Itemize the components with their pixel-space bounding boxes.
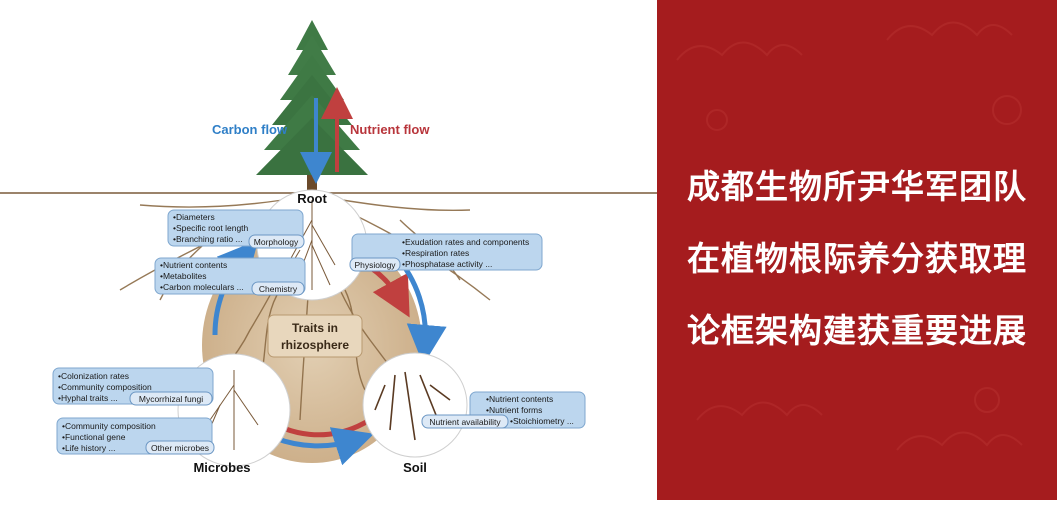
nutrient-availability-item: •Nutrient contents — [486, 394, 553, 404]
other-microbes-item: •Functional gene — [62, 432, 126, 442]
nutrient-availability-tag-label: Nutrient availability — [429, 417, 501, 427]
nutrient-availability-tag — [421, 414, 509, 429]
soil-roots-illustration — [374, 371, 451, 441]
mycorrhizal-item: •Colonization rates — [58, 371, 129, 381]
center-label-line2: rhizosphere — [281, 338, 349, 352]
center-label-box — [267, 314, 363, 358]
root-label: Root — [297, 191, 327, 206]
physiology-item: •Respiration rates — [402, 248, 469, 258]
carbon-cycle-arrow-bottom — [274, 427, 375, 466]
morphology-item: •Branching ratio ... — [173, 234, 243, 244]
center-label-line1: Traits in — [292, 321, 338, 335]
headline-line-3: 论框架构建获重要进展 — [687, 311, 1027, 350]
chemistry-item: •Carbon moleculars ... — [160, 282, 244, 292]
morphology-item: •Diameters — [173, 212, 215, 222]
physiology-item: •Exudation rates and components — [402, 237, 529, 247]
mycorrhizal-tag — [129, 391, 213, 406]
morphology-tag-label: Morphology — [254, 237, 299, 247]
nutrient-flow-label: Nutrient flow — [350, 122, 430, 137]
soil-circle — [362, 352, 468, 458]
mycorrhizal-item: •Hyphal traits ... — [58, 393, 118, 403]
soil-label: Soil — [403, 460, 427, 475]
other-microbes-item: •Community composition — [62, 421, 156, 431]
other-microbes-tag — [145, 440, 215, 455]
chemistry-item: •Nutrient contents — [160, 260, 227, 270]
chemistry-tag-label: Chemistry — [259, 284, 298, 294]
rhizosphere-diagram: Carbon flow Nutrient flow Traits in rhiz… — [0, 20, 657, 475]
microbes-label: Microbes — [193, 460, 250, 475]
carbon-flow-label: Carbon flow — [212, 122, 288, 137]
other-microbes-item: •Life history ... — [62, 443, 116, 453]
headline-panel: 成都生物所尹华军团队 在植物根际养分获取理 论框架构建获重要进展 — [657, 0, 1057, 500]
physiology-tag-label: Physiology — [354, 260, 396, 270]
mycorrhizal-tag-label: Mycorrhizal fungi — [139, 394, 203, 404]
headline-line-2: 在植物根际养分获取理 — [687, 239, 1027, 278]
physiology-item: •Phosphatase activity ... — [402, 259, 492, 269]
other-microbes-tag-label: Other microbes — [151, 443, 209, 453]
chemistry-item: •Metabolites — [160, 271, 206, 281]
physiology-tag — [349, 257, 401, 272]
morphology-tag — [248, 234, 305, 249]
nutrient-availability-item: •Nutrient forms — [486, 405, 542, 415]
headline-line-1: 成都生物所尹华军团队 — [687, 167, 1027, 206]
morphology-item: •Specific root length — [173, 223, 249, 233]
mycorrhizal-item: •Community composition — [58, 382, 152, 392]
chemistry-tag — [251, 281, 305, 296]
cloud-pattern — [676, 21, 1023, 451]
tree-illustration — [256, 20, 368, 194]
nutrient-availability-item: •Stoichiometry ... — [510, 416, 574, 426]
